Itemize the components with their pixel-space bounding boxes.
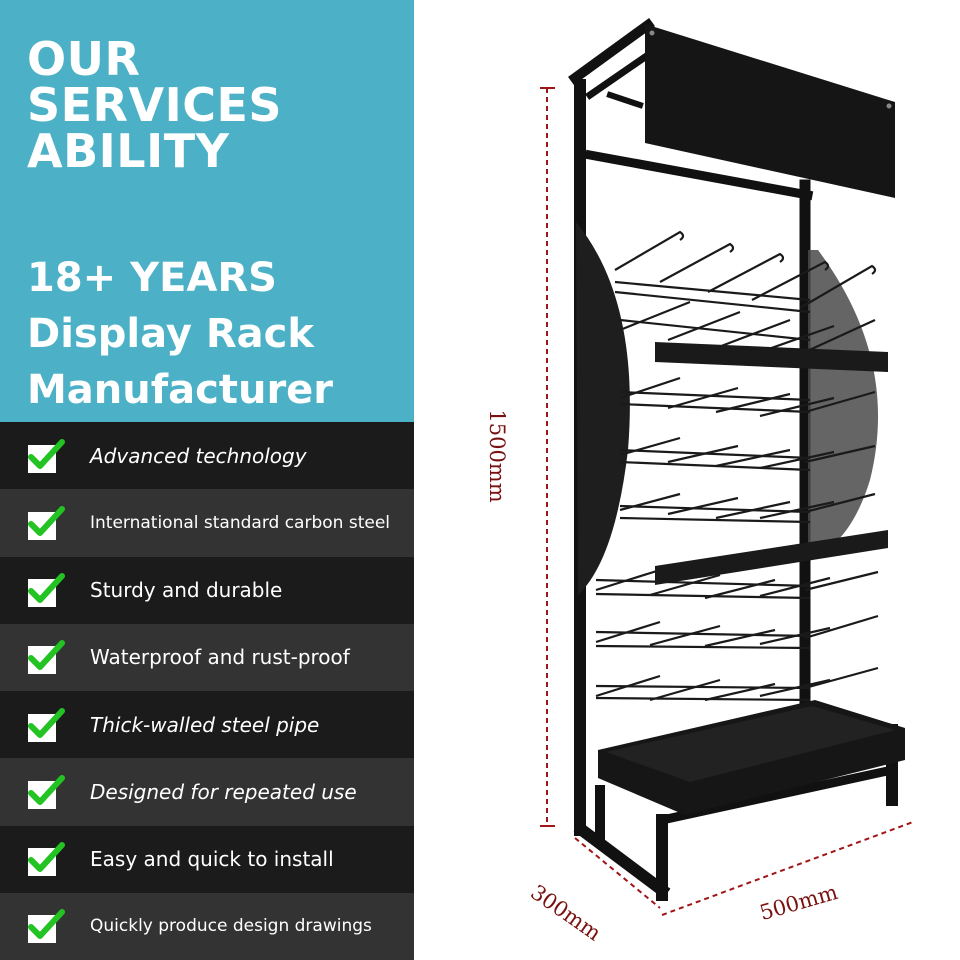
feature-item: Easy and quick to install	[0, 825, 414, 893]
headline: OUR SERVICES ABILITY	[27, 36, 282, 174]
feature-item: Sturdy and durable	[0, 556, 414, 624]
feature-text: Designed for repeated use	[90, 779, 357, 804]
rack-frame	[568, 18, 898, 901]
check-icon	[28, 438, 65, 473]
feature-text: Quickly produce design drawings	[90, 916, 372, 937]
info-panel: OUR SERVICES ABILITY 18+ YEARS Display R…	[0, 0, 414, 960]
subline-line-1: 18+ YEARS	[27, 255, 277, 301]
feature-item: Thick-walled steel pipe	[0, 691, 414, 759]
feature-item: Waterproof and rust-proof	[0, 623, 414, 691]
feature-item: Designed for repeated use	[0, 758, 414, 826]
hero-banner: OUR SERVICES ABILITY 18+ YEARS Display R…	[0, 0, 414, 422]
headline-line-3: ABILITY	[27, 124, 230, 178]
dimension-lines	[540, 87, 914, 916]
check-icon	[28, 842, 65, 877]
header-sign	[645, 24, 895, 198]
wire-hooks	[595, 230, 879, 702]
feature-item: Quickly produce design drawings	[0, 892, 414, 960]
feature-text: Sturdy and durable	[90, 578, 283, 603]
headline-line-1: OUR	[27, 32, 141, 86]
subline-line-3: Manufacturer	[27, 367, 334, 413]
check-icon	[28, 640, 65, 675]
side-panel-left	[576, 222, 630, 595]
feature-text: Thick-walled steel pipe	[90, 712, 320, 737]
check-icon	[28, 909, 65, 944]
price-rail-upper	[655, 342, 888, 372]
feature-list: Advanced technology International standa…	[0, 422, 414, 960]
check-icon	[28, 774, 65, 809]
feature-text: International standard carbon steel	[90, 512, 390, 533]
headline-line-2: SERVICES	[27, 78, 283, 132]
feature-item: Advanced technology	[0, 422, 414, 490]
feature-item: International standard carbon steel	[0, 489, 414, 557]
check-icon	[28, 707, 65, 742]
check-icon	[28, 505, 65, 540]
feature-text: Easy and quick to install	[90, 847, 334, 872]
height-dimension-label: 1500mm	[485, 409, 509, 503]
feature-text: Waterproof and rust-proof	[90, 645, 350, 670]
check-icon	[28, 573, 65, 608]
subline-line-2: Display Rack	[27, 311, 314, 357]
feature-text: Advanced technology	[90, 443, 307, 468]
price-rail-lower	[655, 530, 888, 585]
subline: 18+ YEARS Display Rack Manufacturer	[27, 250, 333, 418]
